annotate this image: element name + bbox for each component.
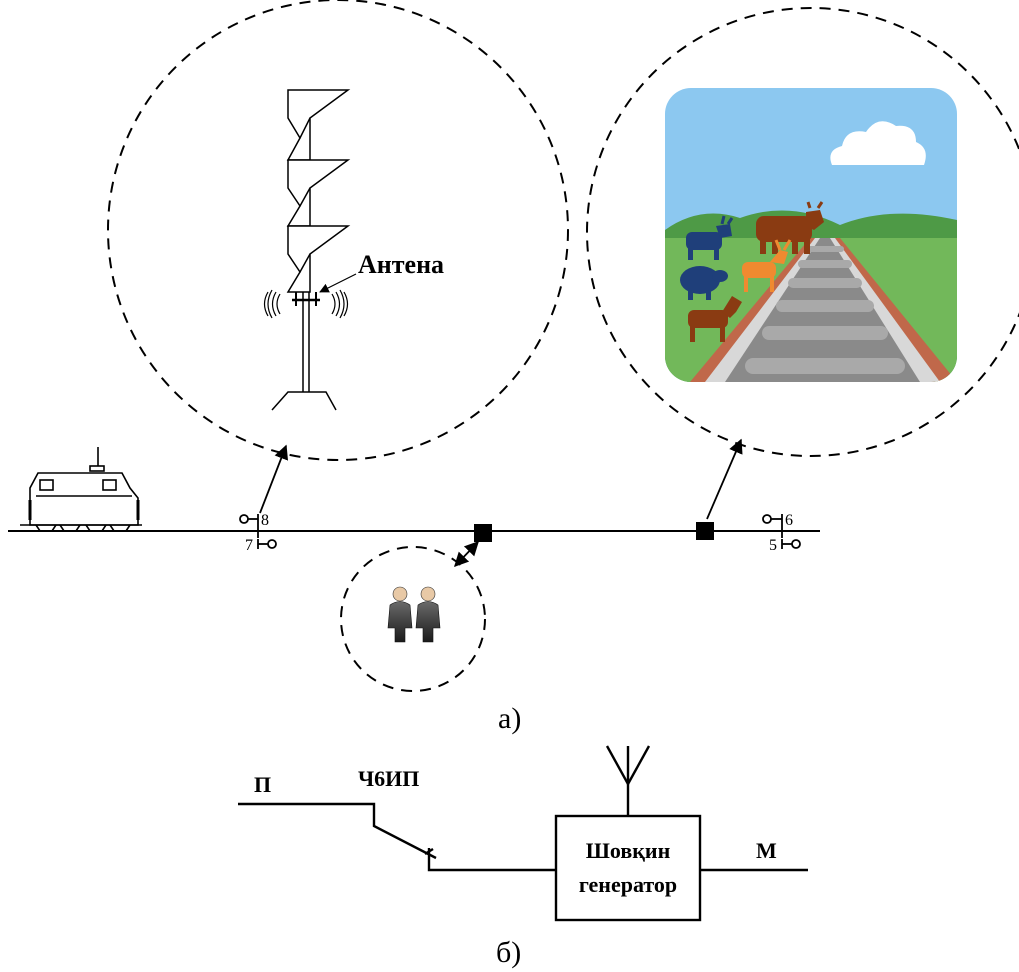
caption-b: б) [496, 936, 521, 969]
label-m: М [756, 838, 777, 863]
label-switch-ch6ip: Ч6ИП [358, 766, 419, 791]
animals-callout-circle [586, 7, 1019, 457]
signal-8-icon [239, 514, 259, 531]
generator-antenna-icon [605, 745, 651, 816]
radio-waves-icon [263, 289, 349, 319]
arrow-to-antenna-callout [259, 444, 289, 514]
signal-8-label: 8 [261, 512, 269, 529]
poi-marker-people [474, 524, 492, 542]
signal-7-icon [257, 531, 277, 549]
arrow-to-people-callout [454, 540, 479, 568]
animals-on-track-scene [665, 88, 957, 382]
generator-label-line2: генератор [579, 872, 677, 897]
caption-a: а) [498, 702, 521, 735]
locomotive-icon [20, 447, 142, 532]
signal-5-icon [781, 531, 801, 549]
circuit-wires [238, 802, 808, 872]
signal-mast-icon [271, 89, 351, 411]
antenna-label: Антена [358, 250, 444, 279]
signal-7-label: 7 [245, 537, 253, 554]
generator-label-line1: Шовқин [586, 838, 671, 863]
arrow-to-animals-callout [706, 438, 743, 520]
people-callout-circle [340, 546, 486, 692]
signal-6-icon [762, 514, 783, 531]
signal-5-label: 5 [769, 537, 777, 554]
people-icon [387, 586, 441, 643]
antenna-pointer-line [319, 273, 357, 293]
poi-marker-animals [696, 522, 714, 540]
noise-generator-box [554, 814, 702, 922]
antenna-callout-circle [107, 0, 569, 461]
label-p: П [254, 772, 271, 797]
signal-6-label: 6 [785, 512, 793, 529]
